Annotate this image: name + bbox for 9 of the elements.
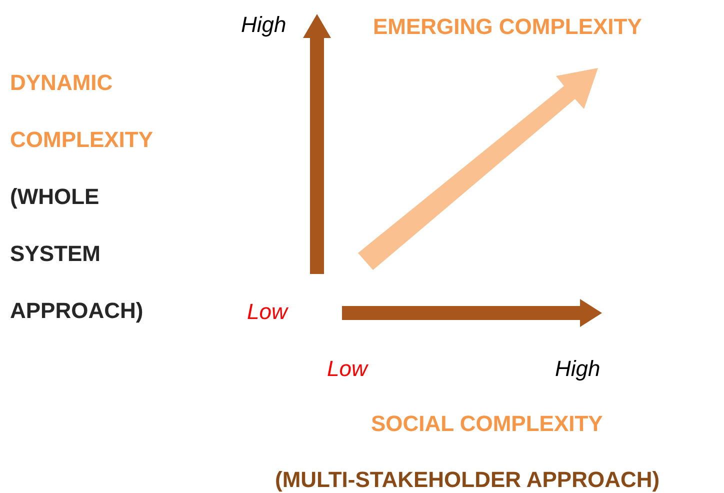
axis-subtitle: (WHOLE SYSTEM APPROACH) [10, 183, 144, 325]
axis-label: High [241, 12, 286, 38]
axis-title: EMERGING COMPLEXITY [373, 14, 642, 40]
axis-label: Low [327, 356, 368, 382]
axis-title: DYNAMIC COMPLEXITY [10, 69, 154, 154]
axis-subtitle: (MULTI-STAKEHOLDER APPROACH) [275, 467, 660, 493]
axis-label: Low [247, 299, 288, 325]
axis-label: High [555, 356, 600, 382]
axis-title: SOCIAL COMPLEXITY [371, 411, 603, 437]
